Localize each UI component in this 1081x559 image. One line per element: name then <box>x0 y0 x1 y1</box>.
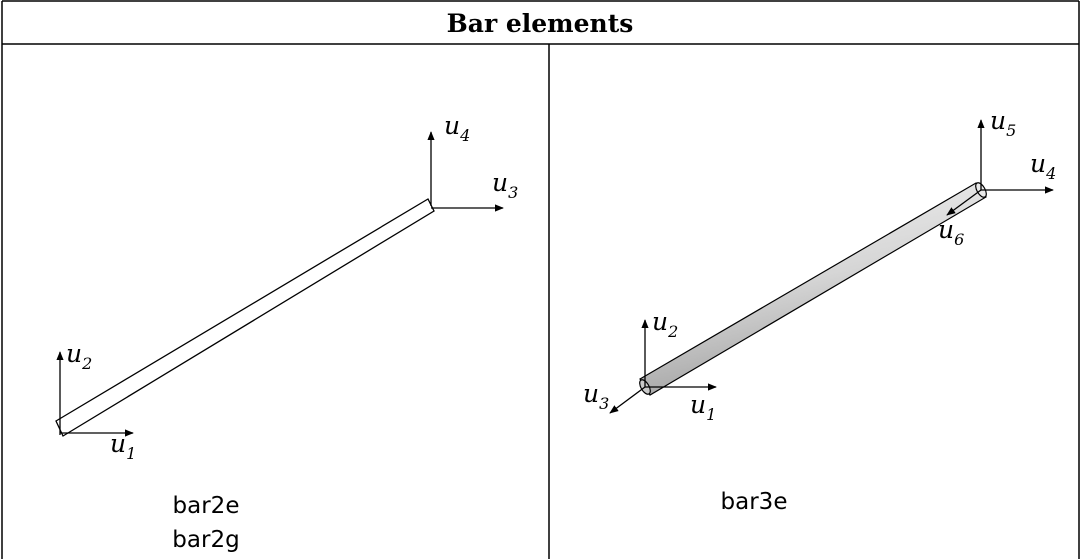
right-label-u2: u2 <box>652 307 678 341</box>
right-label-u3: u3 <box>583 379 609 413</box>
bar3d-element <box>639 182 987 396</box>
right-panel-diagram: u2 u1 u3 u5 u4 u6 bar3e <box>583 106 1056 515</box>
left-element-name-2: bar2g <box>172 527 239 553</box>
right-element-name: bar3e <box>721 489 788 515</box>
right-u6-arrow <box>946 189 982 216</box>
left-label-u1: u1 <box>110 429 136 463</box>
right-label-u1: u1 <box>690 390 716 424</box>
right-u3-arrow <box>609 386 646 414</box>
left-label-u3: u3 <box>492 168 518 202</box>
right-label-u4: u4 <box>1030 149 1056 183</box>
right-label-u6: u6 <box>938 215 964 249</box>
table-title: Bar elements <box>447 9 634 38</box>
left-label-u4: u4 <box>444 111 470 145</box>
left-label-u2: u2 <box>66 339 92 373</box>
left-panel-diagram: u2 u1 u4 u3 bar2e bar2g <box>55 111 518 553</box>
right-label-u5: u5 <box>990 106 1016 140</box>
left-element-name-1: bar2e <box>173 493 240 519</box>
bar2d-element <box>55 198 435 437</box>
